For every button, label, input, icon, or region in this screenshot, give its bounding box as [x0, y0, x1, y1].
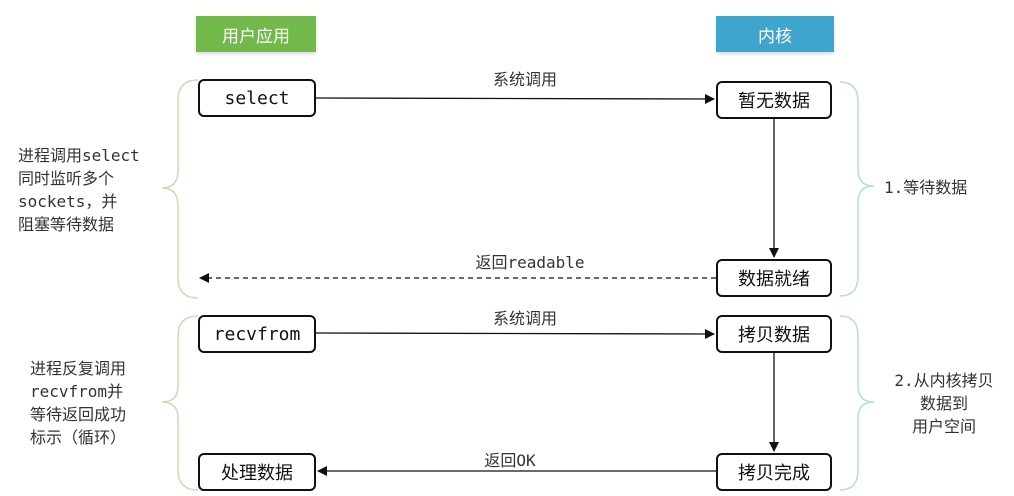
phase1-desc-line: 同时监听多个 — [18, 169, 115, 188]
phase2-note-line: 用户空间 — [911, 417, 976, 436]
phase1-desc-line: sockets，并 — [18, 192, 118, 211]
syscall-label-1: 系统调用 — [492, 70, 557, 89]
kernel-header: 内核 — [716, 16, 834, 52]
phase2-note-line: 2.从内核拷贝 — [894, 371, 994, 390]
phase2-note: 2.从内核拷贝 数据到 用户空间 — [884, 369, 1004, 438]
phase2-description: 进程反复调用 recvfrom并 等待返回成功 标示（循环） — [30, 357, 170, 449]
user-app-header: 用户应用 — [196, 16, 316, 52]
phase1-description: 进程调用select 同时监听多个 sockets，并 阻塞等待数据 — [18, 144, 178, 236]
right-brace-phase2 — [839, 315, 875, 491]
return-ok-label: 返回OK — [484, 451, 536, 470]
phase1-desc-line: 进程调用select — [18, 146, 140, 165]
syscall-arrow-2 — [315, 328, 715, 339]
kernel-copy-data-box: 拷贝数据 — [716, 315, 832, 353]
phase1-desc-line: 阻塞等待数据 — [18, 215, 115, 234]
recvfrom-call-box: recvfrom — [198, 315, 316, 353]
phase1-note-line: 1.等待数据 — [884, 178, 968, 197]
kernel-no-data-box: 暂无数据 — [716, 81, 832, 119]
syscall-label-2: 系统调用 — [492, 309, 557, 328]
return-readable-label: 返回readable — [475, 253, 585, 272]
phase1-note: 1.等待数据 — [884, 176, 1004, 199]
kernel-copy-done-box: 拷贝完成 — [716, 453, 832, 491]
phase2-desc-line: recvfrom并 — [30, 382, 124, 401]
select-call-box: select — [198, 79, 316, 117]
phase2-desc-line: 标示（循环） — [30, 428, 127, 447]
right-brace-phase1 — [839, 81, 875, 297]
left-brace-phase2 — [161, 315, 199, 491]
left-brace-phase1 — [161, 79, 199, 299]
phase2-note-line: 数据到 — [919, 394, 968, 413]
process-data-box: 处理数据 — [198, 453, 316, 491]
phase2-desc-line: 进程反复调用 — [30, 359, 127, 378]
phase2-desc-line: 等待返回成功 — [30, 405, 127, 424]
kernel-data-ready-box: 数据就绪 — [716, 259, 832, 297]
syscall-arrow-1 — [315, 93, 715, 104]
